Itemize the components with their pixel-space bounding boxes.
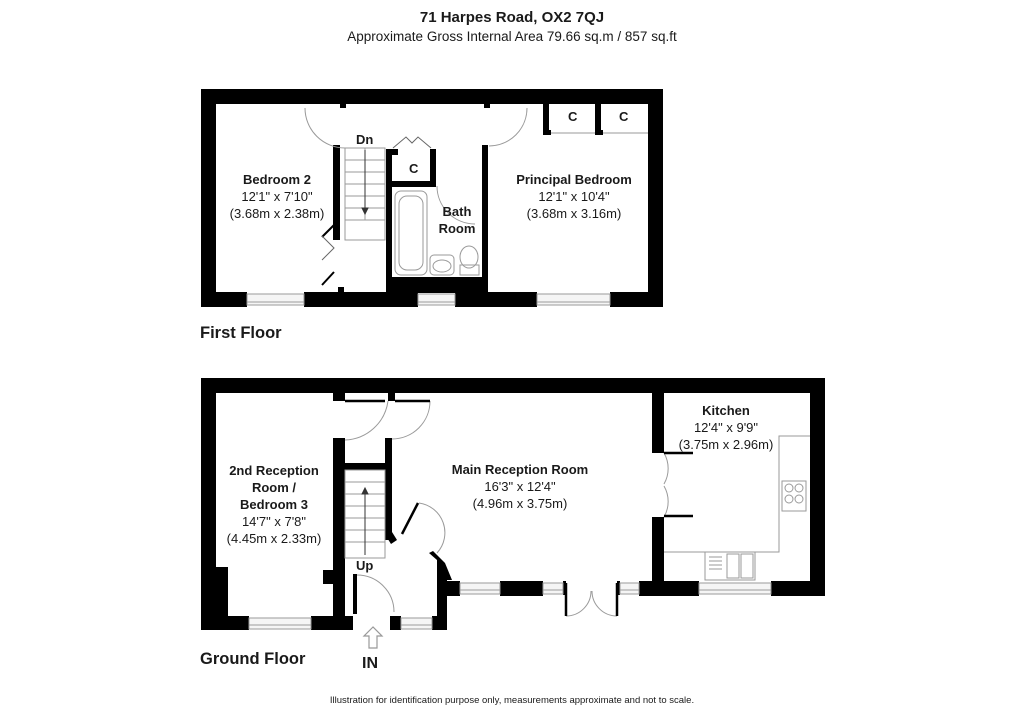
first-floor-plan xyxy=(201,89,663,307)
room-bedroom-2: Bedroom 2 12'1" x 7'10" (3.68m x 2.38m) xyxy=(222,171,332,222)
room-dim-imperial: 12'1" x 10'4" xyxy=(538,189,610,204)
first-floor-label: First Floor xyxy=(200,324,282,342)
room-name-line1: Bath xyxy=(442,204,472,219)
room-bathroom: Bath Room xyxy=(432,203,482,237)
room-2nd-reception: 2nd Reception Room / Bedroom 3 14'7" x 7… xyxy=(218,462,330,547)
room-name: Bedroom 2 xyxy=(243,172,311,187)
room-name-line1: 2nd Reception xyxy=(229,463,319,478)
entrance-arrow-icon xyxy=(362,626,384,649)
room-dim-imperial: 14'7" x 7'8" xyxy=(241,514,307,529)
room-name-line3: Bedroom 3 xyxy=(240,497,308,512)
stairs-up-label: Up xyxy=(356,558,374,573)
cupboard-label: C xyxy=(619,109,629,124)
room-dim-metric: (4.96m x 3.75m) xyxy=(472,496,568,511)
stairs-down-label: Dn xyxy=(356,132,374,147)
ground-floor-label: Ground Floor xyxy=(200,650,306,668)
room-dim-imperial: 12'4" x 9'9" xyxy=(693,420,759,435)
room-name-line2: Room xyxy=(438,221,476,236)
room-dim-metric: (3.68m x 2.38m) xyxy=(229,206,325,221)
room-dim-metric: (4.45m x 2.33m) xyxy=(226,531,322,546)
room-dim-metric: (3.75m x 2.96m) xyxy=(678,437,774,452)
room-principal-bedroom: Principal Bedroom 12'1" x 10'4" (3.68m x… xyxy=(500,171,648,222)
room-dim-metric: (3.68m x 3.16m) xyxy=(526,206,622,221)
cupboard-label: C xyxy=(568,109,578,124)
room-name: Main Reception Room xyxy=(451,462,589,477)
gross-internal-area: Approximate Gross Internal Area 79.66 sq… xyxy=(347,29,677,44)
entrance-label: IN xyxy=(362,655,378,672)
room-main-reception: Main Reception Room 16'3" x 12'4" (4.96m… xyxy=(440,461,600,512)
cupboard-label: C xyxy=(409,161,419,176)
room-name: Kitchen xyxy=(702,403,750,418)
room-name-line2: Room / xyxy=(251,480,297,495)
ground-floor-plan xyxy=(201,378,825,630)
room-dim-imperial: 16'3" x 12'4" xyxy=(484,479,556,494)
room-name: Principal Bedroom xyxy=(516,172,632,187)
property-address-title: 71 Harpes Road, OX2 7QJ xyxy=(419,9,605,26)
room-kitchen: Kitchen 12'4" x 9'9" (3.75m x 2.96m) xyxy=(670,402,782,453)
room-dim-imperial: 12'1" x 7'10" xyxy=(241,189,313,204)
disclaimer-note: Illustration for identification purpose … xyxy=(329,695,695,706)
